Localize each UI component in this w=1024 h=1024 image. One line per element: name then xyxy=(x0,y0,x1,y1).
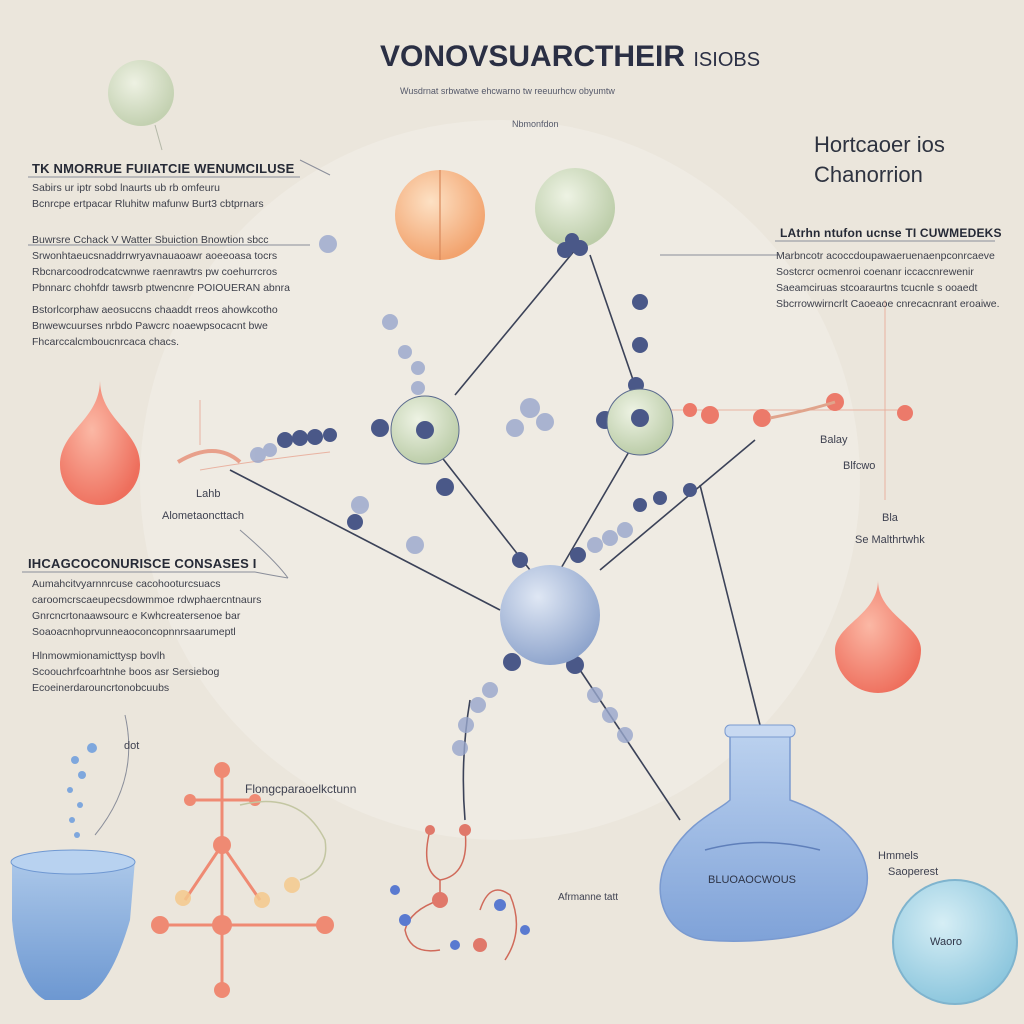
right-droplet xyxy=(835,580,921,693)
molecule-frame xyxy=(160,770,325,990)
right-bottom-label: Hmmels Saoperest xyxy=(878,850,938,878)
top-right-heading: Hortcaoer ios Chanorrion xyxy=(814,130,945,190)
left-block-1-line: Bcnrcpe ertpacar Rluhitw mafunw Burt3 cb… xyxy=(32,198,264,210)
floor-label: Flongcparaoelkctunn xyxy=(245,782,357,796)
right-bottom-label-line-1: Hmmels xyxy=(878,850,919,862)
center-blue-sphere xyxy=(500,565,600,665)
molecule-atoms xyxy=(151,762,334,998)
left-block-2-line: Srwonhtaeucsnaddrrwryavnauaoawr aoeeoasa… xyxy=(32,250,278,262)
left-block-3-line: Gnrcncrtonaawsourc e Kwhcreatersenoe bar xyxy=(32,610,241,622)
background-glow xyxy=(140,120,860,840)
right-block-line: Sostcrcr ocmenroi coenanr iccaccnrewenir xyxy=(776,266,974,278)
right-block-line: Marbncotr acoccdoupawaeruenaenpconrcaeve xyxy=(776,250,995,262)
left-block-2-line: Pbnnarc chohfdr tawsrb ptwencnre POIOUER… xyxy=(32,282,290,294)
right-label-a: Balay xyxy=(820,434,848,446)
small-molecule xyxy=(404,829,518,961)
left-block-3-line: caroomcrscaeupecsdowmmoe rdwphaercntnaur… xyxy=(32,594,262,606)
balloon-node xyxy=(108,60,174,126)
left-block-3-text: Aumahcitvyarnnrcuse cacohooturcsuacs car… xyxy=(32,576,272,696)
right-label-c: Bla xyxy=(882,512,898,524)
bubbles xyxy=(67,743,97,838)
left-block-3-line: Scoouchrfcoarhtnhe boos asr Sersiebog xyxy=(32,666,220,678)
left-block-2-line: Bnwewcuurses nrbdo Pawcrc noaewpsocacnt … xyxy=(32,320,268,332)
small-molecule-atoms xyxy=(390,824,530,952)
flask-label: BLUOAOCWOUS xyxy=(708,874,797,886)
left-block-1-line: Sabirs ur iptr sobd lnaurts ub rb omfeur… xyxy=(32,182,220,194)
left-label-b: Alometaoncttach xyxy=(162,510,244,522)
left-droplet xyxy=(60,380,140,505)
left-block-1-text: Sabirs ur iptr sobd lnaurts ub rb omfeur… xyxy=(32,180,322,212)
left-block-2-line: Bstorlcorphaw aeosuccns chaaddt rreos ah… xyxy=(32,304,278,316)
right-block-line: Sbcrrowwirncrlt Caoeaoe cnrecacnrant ero… xyxy=(776,298,1000,310)
rules xyxy=(22,159,995,579)
left-block-3-heading: IHCAGCOCONURISCE CONSASES I xyxy=(28,556,257,571)
dot-label: dot xyxy=(124,740,140,752)
blue-flask xyxy=(659,729,869,942)
water-cup xyxy=(12,852,135,1000)
left-block-3-line: Hlnmowmionamicttysp bovlh xyxy=(32,650,166,662)
right-block-text: Marbncotr acoccdoupawaeruenaenpconrcaeve… xyxy=(776,248,1006,312)
left-block-3-line: Ecoeinerdarouncrtonobcuubs xyxy=(32,682,170,694)
atom-beads-light xyxy=(250,235,633,756)
right-block-line: Saeamciruas stcoaraurtns tcucnle s ooaed… xyxy=(776,282,978,294)
left-block-3-line: Soaoacnhoprvunneaoconcopnnrsaarumeptl xyxy=(32,626,236,638)
left-block-2-heading: Buwrsre Cchack V Watter Sbuiction Bnowti… xyxy=(32,234,269,246)
left-label-a: Lahb xyxy=(196,488,221,500)
top-right-heading-line-1: Hortcaoer ios xyxy=(814,132,945,157)
title-suffix: ISIOBS xyxy=(693,49,761,71)
left-block-2-line: Fhcarccalcmboucnrcaca chacs. xyxy=(32,336,180,348)
left-block-3-line: Aumahcitvyarnnrcuse cacohooturcsuacs xyxy=(32,578,221,590)
right-bottom-label-line-2: Saoperest xyxy=(888,866,939,878)
left-block-1-heading: TK NMORRUE FUIIATCIE WENUMCILUSE xyxy=(32,161,295,176)
page-title: VONOVSUARCTHEIR ISIOBS xyxy=(380,40,760,74)
sphere-label: Waoro xyxy=(930,936,962,948)
subtitle-line-2: Nbmonfdon xyxy=(512,119,559,129)
right-block-heading: LAtrhn ntufon ucnse TI CUWMEDEKS xyxy=(780,226,1002,240)
right-label-d: Se Malthrtwhk xyxy=(855,534,925,546)
left-block-2: Buwrsre Cchack V Watter Sbuiction Bnowti… xyxy=(32,232,322,350)
title-main: VONOVSUARCTHEIR xyxy=(380,40,686,73)
subtitle-line-1: Wusdrnat srbwatwe ehcwarno tw reeuurhcw … xyxy=(400,86,615,96)
teal-sphere xyxy=(892,879,1018,1005)
left-block-2-line: Rbcnarcoodrodcatcwnwe raenrawtrs pw coeh… xyxy=(32,266,278,278)
bottom-center-label: Afrmanne tatt xyxy=(558,892,619,903)
right-label-b: Blfcwo xyxy=(843,460,876,472)
red-chain xyxy=(683,393,913,427)
green-sphere-top xyxy=(535,168,615,248)
top-right-heading-line-2: Chanorrion xyxy=(814,162,923,187)
